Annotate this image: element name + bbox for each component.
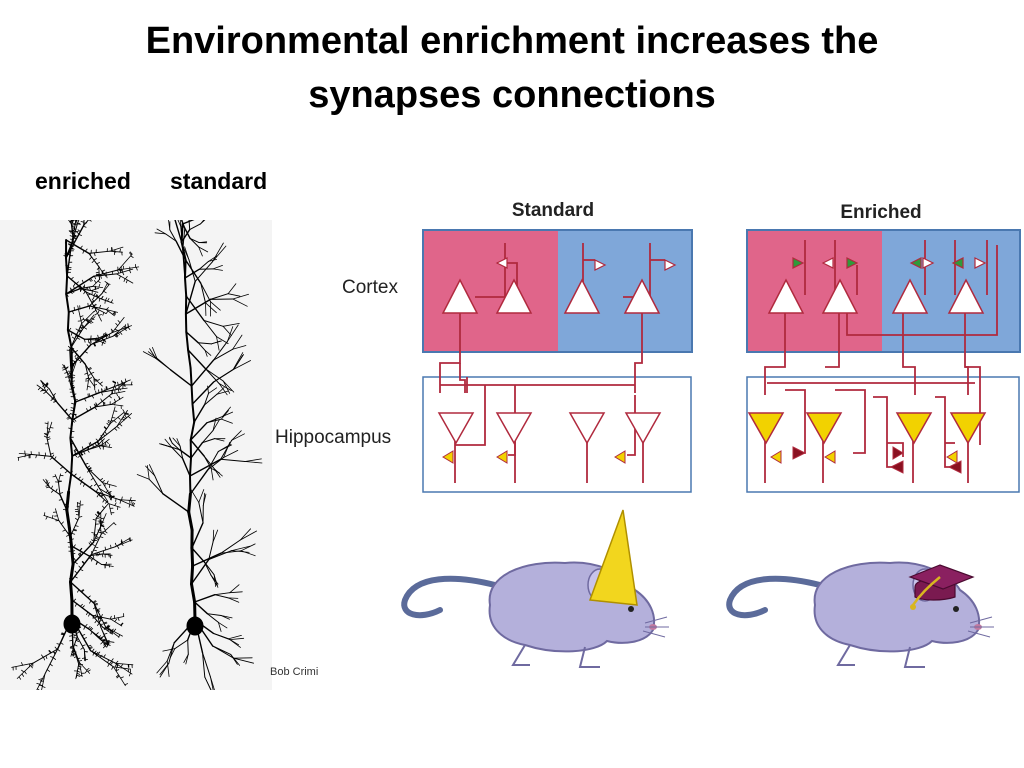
- standard-hippocampus-neurons: [437, 412, 662, 445]
- dunce-hat-icon: [588, 509, 638, 606]
- enriched-cortex-synapses: [792, 257, 987, 269]
- slide-title: Environmental enrichment increases the s…: [0, 14, 1024, 122]
- illustration-credit: Bob Crimi: [270, 666, 318, 678]
- neuron-drawing-panel: Bob Crimi: [0, 220, 318, 690]
- enriched-cortex-neurons: [767, 278, 985, 314]
- enriched-mouse-icon: [729, 563, 994, 667]
- cortex-label: Cortex: [342, 277, 398, 298]
- enriched-neuron-icon: [11, 220, 140, 690]
- enriched-header: Enriched: [840, 202, 921, 223]
- standard-label: standard: [170, 168, 268, 194]
- hippocampus-label: Hippocampus: [275, 427, 391, 448]
- synapse-diagram: Standard Enriched Cortex Hippocampus: [275, 200, 1021, 493]
- standard-hippocampus-synapses: [442, 450, 626, 464]
- standard-mouse-icon: [404, 509, 669, 667]
- standard-header: Standard: [512, 200, 594, 221]
- standard-cortex-neurons: [441, 278, 661, 314]
- graduation-cap-icon: [908, 564, 975, 610]
- enriched-label: enriched: [35, 168, 131, 194]
- standard-hippocampus-box: [422, 376, 692, 493]
- enriched-hippocampus-synapses: [770, 446, 962, 474]
- enriched-hippocampus-neurons: [747, 412, 987, 445]
- standard-neuron-icon: [136, 220, 263, 690]
- enriched-hippocampus-box: [746, 376, 1020, 493]
- mice-panel: [395, 509, 995, 685]
- title-line-2: synapses connections: [308, 74, 716, 116]
- standard-cortex-synapses: [495, 257, 677, 271]
- title-line-1: Environmental enrichment increases the: [145, 20, 879, 62]
